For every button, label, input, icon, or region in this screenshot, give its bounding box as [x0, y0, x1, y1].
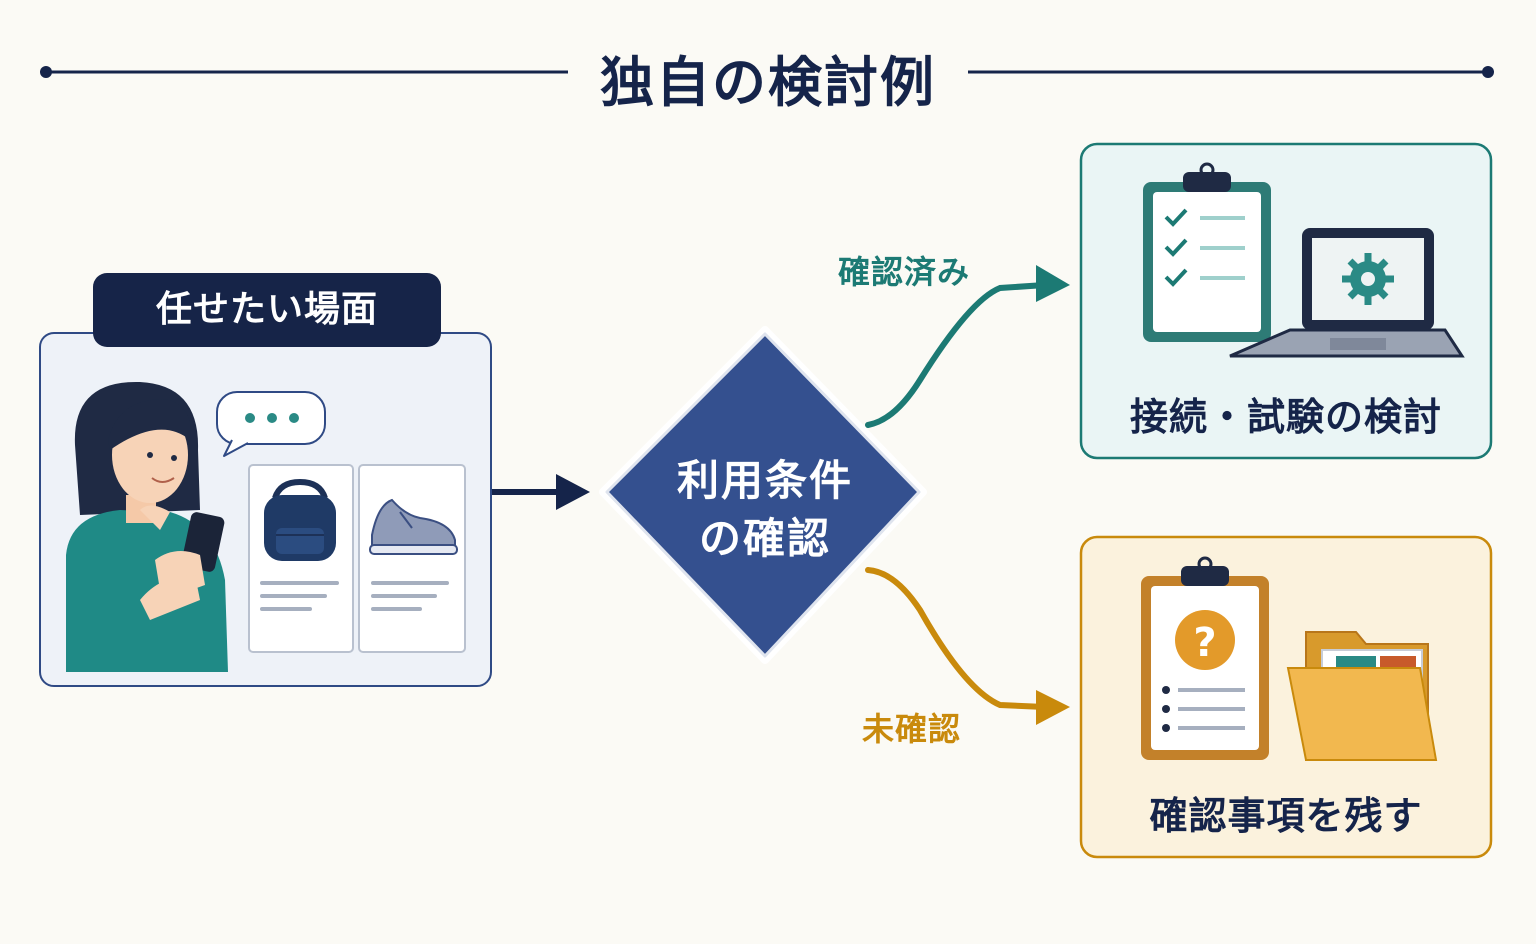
product-card: [248, 464, 354, 653]
decision-label-line1: 利用条件: [676, 456, 853, 505]
backpack-icon: [264, 478, 336, 561]
sneaker-icon: [369, 498, 458, 555]
outcome-confirmed-label: 接続・試験の検討: [1129, 395, 1442, 439]
outcome-unconfirmed-label: 確認事項を残す: [1149, 794, 1423, 838]
person-with-phone-icon: [66, 381, 228, 672]
branch-label-unconfirmed: 未確認: [862, 710, 962, 748]
clipboard-checklist-icon: [1143, 162, 1271, 342]
decision-diamond: [599, 326, 927, 664]
decision-label-line2: の確認: [698, 514, 831, 563]
decision-label: 利用条件 の確認: [640, 452, 890, 568]
arrow-confirmed: [865, 265, 1070, 428]
arrow-to-decision: [492, 474, 590, 510]
laptop-gear-icon: [1229, 228, 1465, 358]
arrow-unconfirmed: [865, 567, 1070, 725]
speech-bubble-icon: [216, 391, 326, 457]
scene-label: 任せたい場面: [93, 273, 441, 347]
product-card: [358, 464, 466, 653]
clipboard-question-icon: ?: [1141, 556, 1269, 760]
svg-text:?: ?: [1193, 620, 1216, 666]
page-title: 独自の検討例: [600, 51, 936, 114]
title-divider: [40, 66, 1494, 78]
folder-icon: [1286, 631, 1438, 761]
branch-label-confirmed: 確認済み: [838, 253, 971, 291]
